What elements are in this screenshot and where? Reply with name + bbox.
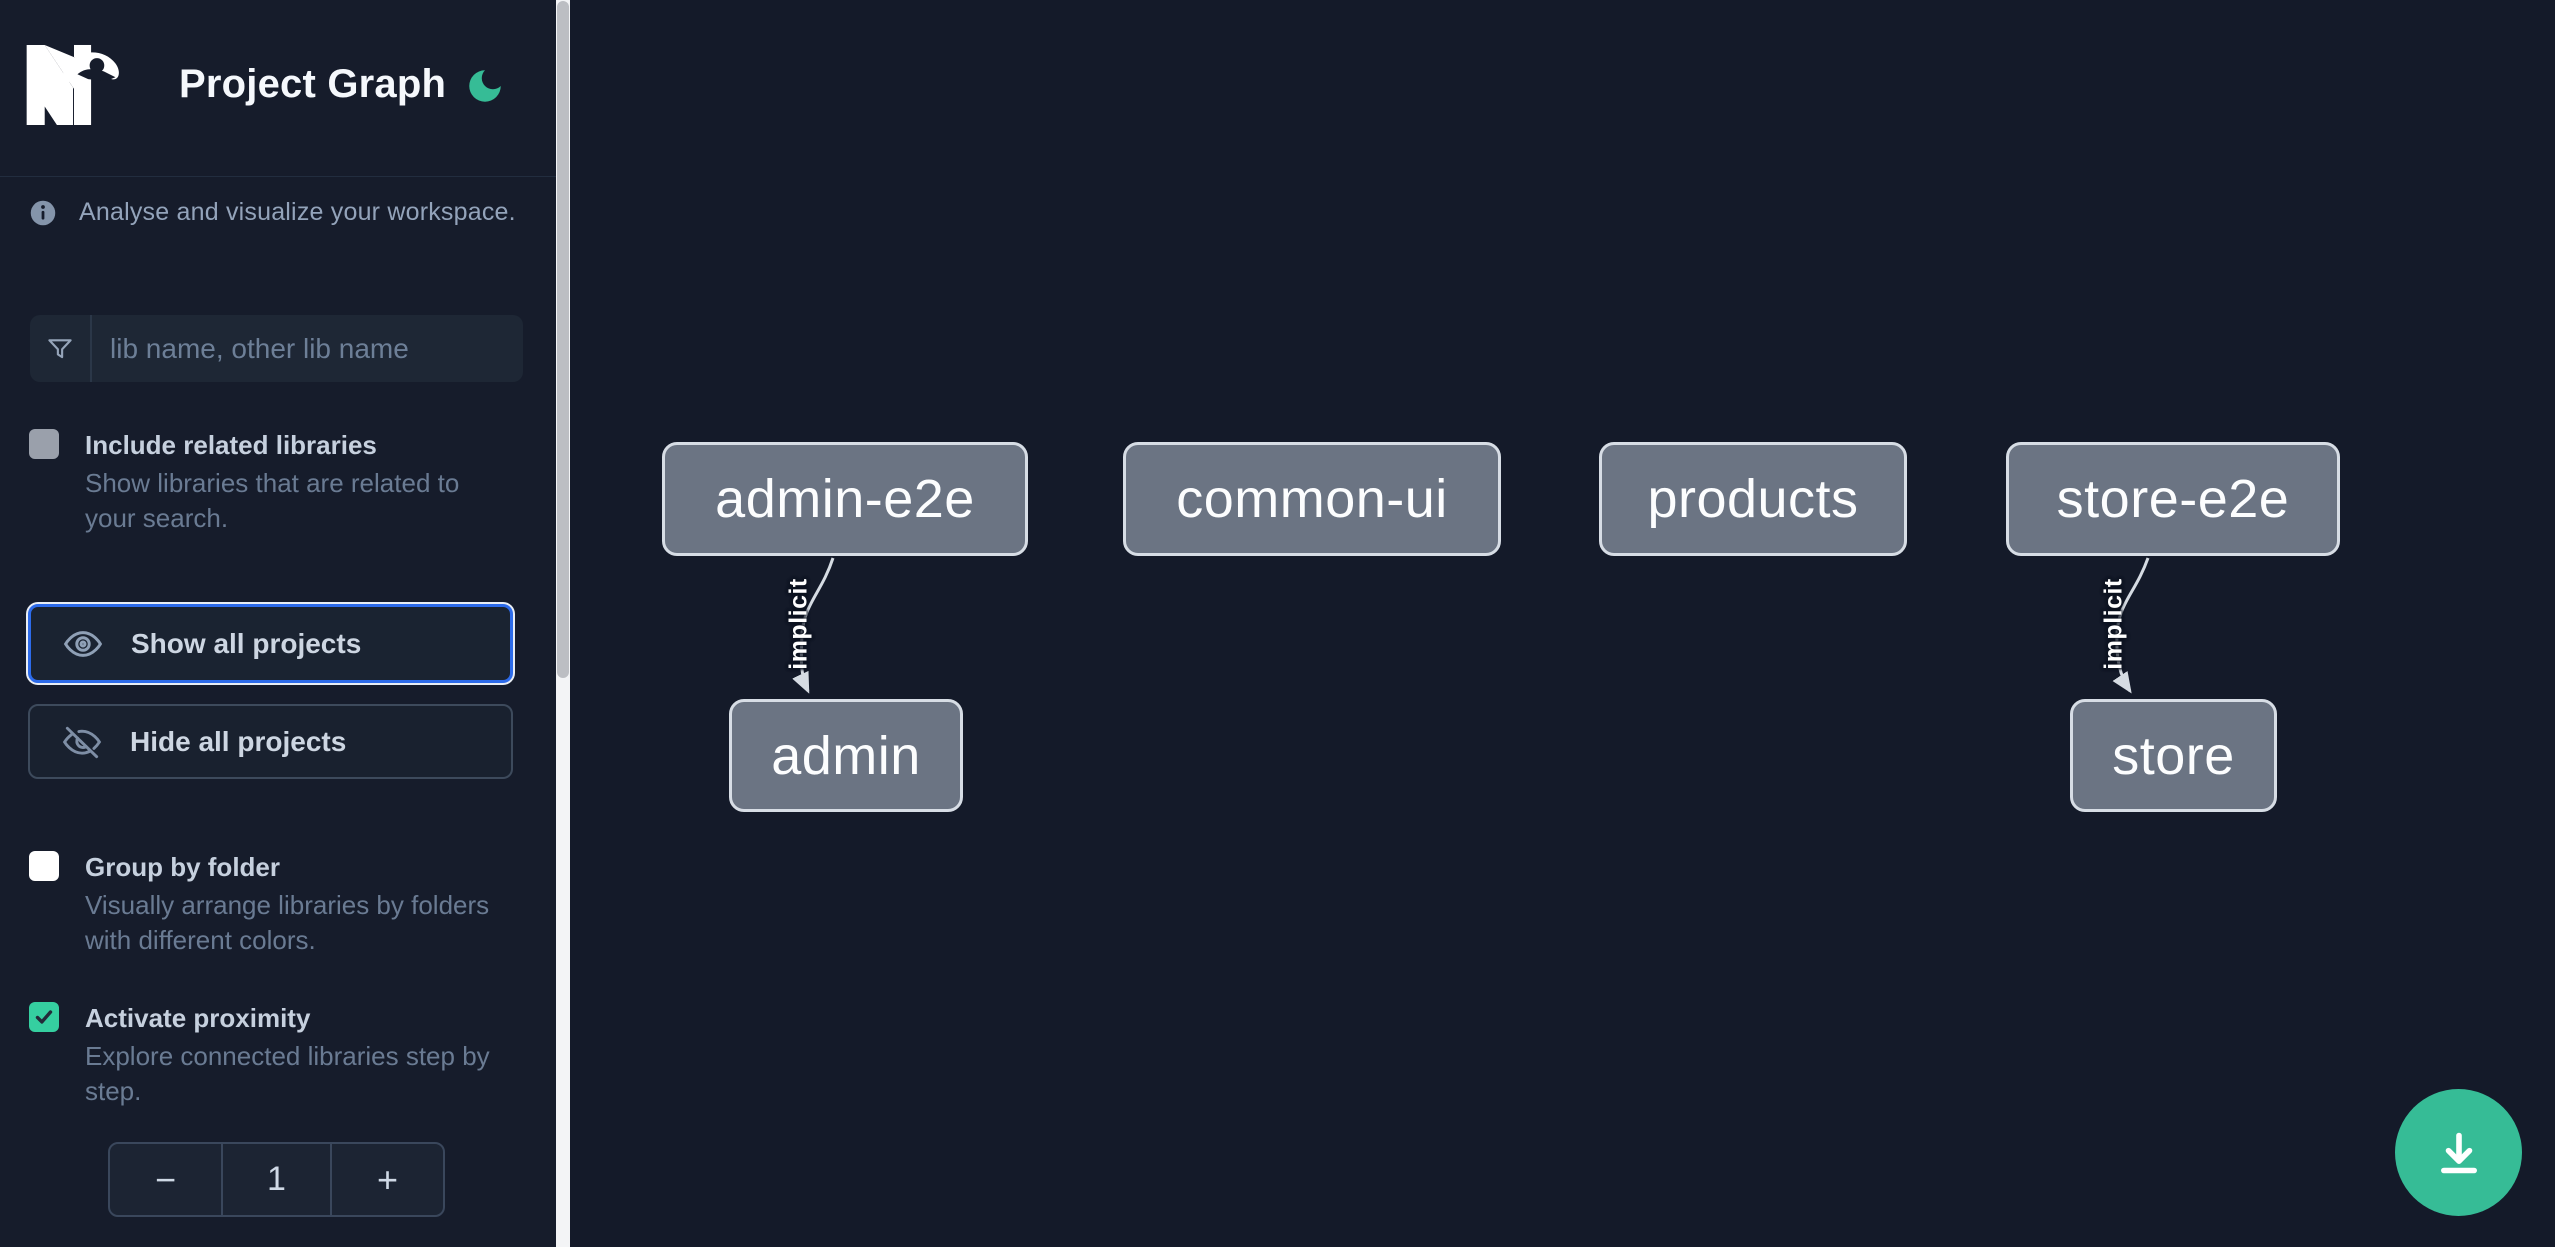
activate-proximity-option: Activate proximity Explore connected lib… [29, 1000, 529, 1109]
theme-toggle-button[interactable] [460, 62, 510, 112]
include-related-label: Include related libraries [85, 430, 377, 460]
group-by-folder-text: Group by folder Visually arrange librari… [85, 849, 515, 958]
eye-off-icon [62, 726, 102, 758]
activate-proximity-text: Activate proximity Explore connected lib… [85, 1000, 515, 1109]
show-all-projects-button[interactable]: Show all projects [28, 604, 513, 683]
download-icon [2440, 1132, 2477, 1173]
eye-icon [63, 630, 103, 657]
tagline-text: Analyse and visualize your workspace. [79, 198, 516, 226]
checkmark-icon [35, 1010, 53, 1024]
graph-edges-layer [792, 557, 2150, 694]
graph-edge-store-e2e-store [2112, 557, 2150, 694]
stepper-value: 1 [221, 1144, 332, 1215]
scrollbar-thumb[interactable] [557, 1, 569, 678]
show-all-projects-label: Show all projects [131, 627, 362, 659]
edge-label-store-e2e-store: implicit [2099, 578, 2128, 670]
graph-node-admin-e2e[interactable]: admin-e2e [662, 442, 1028, 556]
activate-proximity-label: Activate proximity [85, 1003, 311, 1033]
info-icon [30, 200, 56, 225]
graph-node-store[interactable]: store [2070, 699, 2277, 812]
graph-canvas[interactable]: admin-e2e common-ui products store-e2e admin… [570, 0, 2555, 1247]
filter-input[interactable] [92, 315, 523, 382]
decrement-button[interactable]: − [110, 1144, 221, 1215]
sidebar-header: Project Graph [0, 0, 556, 177]
moon-icon [469, 69, 501, 102]
download-graph-button[interactable] [2395, 1089, 2522, 1216]
include-related-description: Show libraries that are related to your … [85, 468, 460, 533]
hide-all-projects-button[interactable]: Hide all projects [28, 704, 513, 779]
group-by-folder-checkbox[interactable] [29, 851, 59, 881]
workspace-tagline: Analyse and visualize your workspace. [29, 198, 516, 227]
proximity-depth-stepper: − 1 + [108, 1142, 445, 1217]
include-related-checkbox[interactable] [29, 429, 59, 459]
graph-node-store-e2e[interactable]: store-e2e [2006, 442, 2340, 556]
group-by-folder-option: Group by folder Visually arrange librari… [29, 849, 529, 958]
group-by-folder-description: Visually arrange libraries by folders wi… [85, 890, 490, 955]
include-related-option: Include related libraries Show libraries… [29, 427, 529, 536]
increment-button[interactable]: + [332, 1144, 443, 1215]
nx-logo [26, 44, 122, 126]
hide-all-projects-label: Hide all projects [130, 725, 347, 757]
sidebar-scrollbar [556, 0, 570, 1247]
sidebar: Project Graph Analyse and visualize your… [0, 0, 556, 1247]
group-by-folder-label: Group by folder [85, 852, 280, 882]
edge-label-admin-e2e-admin: implicit [784, 578, 813, 670]
include-related-text: Include related libraries Show libraries… [85, 427, 515, 536]
filter-input-group [30, 315, 523, 382]
graph-node-products[interactable]: products [1599, 442, 1907, 556]
activate-proximity-checkbox[interactable] [29, 1002, 59, 1032]
activate-proximity-description: Explore connected libraries step by step… [85, 1041, 490, 1106]
graph-nodes-layer: admin-e2e common-ui products store-e2e admin… [570, 0, 2555, 1247]
graph-node-admin[interactable]: admin [729, 699, 963, 812]
graph-node-common-ui[interactable]: common-ui [1123, 442, 1501, 556]
graph-edge-admin-e2e-admin [792, 557, 835, 694]
app-title: Project Graph [179, 62, 447, 106]
funnel-filter-icon [30, 315, 92, 382]
